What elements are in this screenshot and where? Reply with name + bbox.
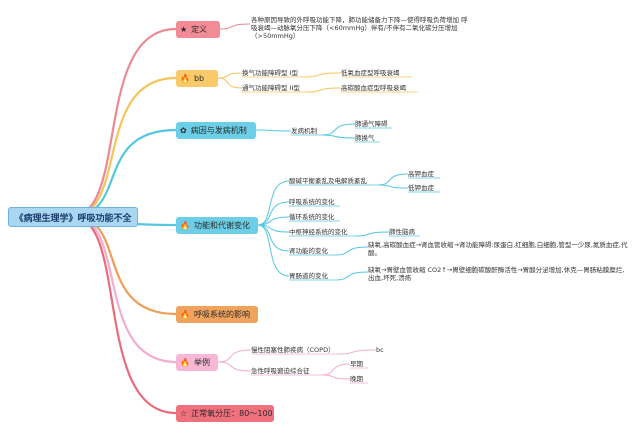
topic-definition[interactable]: ★ 定义: [176, 21, 220, 38]
topic-label: bb: [193, 74, 205, 83]
func-cns[interactable]: 中枢神经系统的变化: [289, 228, 348, 236]
branch-curve: [71, 214, 177, 316]
sub-curve: [377, 184, 409, 189]
cause-mechanism[interactable]: 发病机制: [291, 127, 317, 135]
func-gi[interactable]: 胃肠道的变化: [289, 272, 328, 280]
root-topic[interactable]: 《病理生理学》呼吸功能不全: [8, 207, 138, 227]
topic-label: 正常氧分压：80～100: [191, 409, 273, 418]
func-acid-base[interactable]: 酸碱平衡紊乱及电解质紊乱: [289, 177, 367, 185]
bb-type1[interactable]: 换气功能障碍型 I型: [242, 69, 298, 77]
func-renal-detail[interactable]: 缺氧,高碳酸血症→肾血管收缩→肾功能障碍:尿蛋白,红细胞,白细胞,管型一少尿,氮…: [368, 241, 628, 257]
branch-curve: [71, 128, 177, 218]
topic-label: 功能和代谢变化: [193, 221, 250, 230]
sub-curve: [217, 77, 243, 89]
topic-cause[interactable]: ✿ 病因与发病机制: [176, 122, 256, 139]
example-copd[interactable]: 慢性阻塞性肺疾病（COPD）: [251, 346, 335, 354]
bb-type2-child[interactable]: 高碳酸血症型呼吸衰竭: [341, 84, 406, 92]
topic-example[interactable]: 🔥 举例: [176, 354, 218, 371]
leaf-icon: ✿: [180, 126, 187, 135]
example-ards[interactable]: 急性呼吸窘迫综合征: [251, 367, 310, 375]
sub-curve: [377, 173, 409, 186]
sub-curve: [334, 271, 369, 281]
func-circulatory[interactable]: 循环系统的变化: [289, 213, 335, 221]
fire-icon: 🔥: [180, 310, 190, 319]
definition-text: 各种原因导致的外呼吸功能下降，肺功能储备力下降—使得呼吸负荷增加 呼吸衰竭—动脉…: [251, 16, 468, 40]
topic-label: 呼吸系统的影响: [193, 310, 250, 319]
func-pulmonary-encephalopathy[interactable]: 肺性脑病: [389, 228, 415, 236]
sub-curve: [217, 349, 252, 363]
sub-curve: [257, 201, 290, 226]
topic-bb[interactable]: 🔥 bb: [176, 70, 218, 87]
topic-label: 定义: [191, 25, 208, 34]
sub-curve: [217, 72, 243, 79]
example-ards-early[interactable]: 早期: [350, 360, 363, 368]
sub-curve: [337, 349, 377, 355]
example-copd-child[interactable]: bc: [376, 346, 384, 354]
sub-curve: [321, 123, 356, 136]
cause-exchange[interactable]: 肺换气: [355, 134, 375, 142]
fire-icon: 🔥: [180, 358, 190, 367]
sub-curve: [257, 224, 290, 277]
sub-curve: [302, 72, 342, 78]
sub-curve: [354, 231, 390, 237]
fire-icon: 🔥: [180, 221, 190, 230]
sub-curve: [255, 129, 292, 132]
func-respiratory[interactable]: 呼吸系统的变化: [289, 198, 335, 206]
topic-label: 病因与发病机制: [190, 126, 247, 135]
topic-function[interactable]: 🔥 功能和代谢变化: [176, 217, 258, 234]
star-icon: ☆: [180, 409, 188, 418]
example-ards-late[interactable]: 晚期: [350, 375, 363, 383]
topic-respiratory-impact[interactable]: 🔥 呼吸系统的影响: [176, 306, 258, 323]
sub-curve: [321, 134, 356, 139]
cause-ventilation[interactable]: 肺通气障碍: [355, 120, 388, 128]
topic-normal-po2[interactable]: ☆ 正常氧分压：80～100: [176, 405, 274, 422]
sub-curve: [321, 363, 351, 376]
fire-icon: 🔥: [180, 74, 190, 83]
func-hyperkalemia[interactable]: 高钾血症: [408, 170, 434, 178]
branch-curve: [71, 27, 177, 218]
sub-curve: [334, 246, 369, 256]
func-hypokalemia[interactable]: 低钾血症: [408, 184, 434, 192]
topic-label: 举例: [193, 358, 210, 367]
func-gi-detail[interactable]: 缺氧→胃壁血管收缩 CO2↑→胃壁细胞碳酸酐酶活性→胃酸分泌增加,休克—胃肠粘膜…: [368, 266, 625, 282]
sub-curve: [305, 87, 342, 93]
branch-curve: [71, 76, 177, 218]
bb-type1-child[interactable]: 低氧血症型呼吸衰竭: [341, 69, 400, 77]
sub-curve: [217, 361, 252, 372]
sub-curve: [257, 224, 290, 252]
star-icon: ★: [180, 25, 188, 34]
sub-curve: [321, 374, 351, 380]
bb-type2[interactable]: 通气功能障碍型 II型: [242, 84, 300, 92]
branch-curve: [71, 214, 177, 415]
func-renal[interactable]: 肾功能的变化: [289, 247, 328, 255]
sub-curve: [219, 23, 251, 30]
sub-curve: [257, 180, 290, 226]
